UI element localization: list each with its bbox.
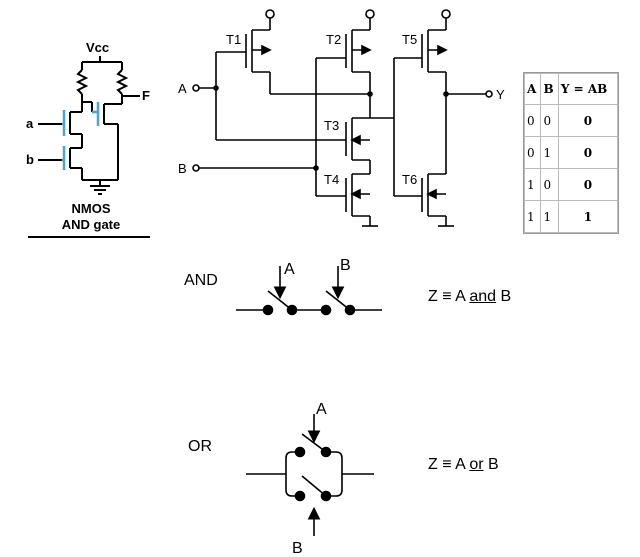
label-t2: T2 [326,32,341,47]
cell-y: 0 [557,104,619,137]
caption-underline [28,236,150,238]
label-t6: T6 [402,172,417,187]
table-row: 1 0 0 [523,168,619,201]
vdd-terminal-1 [265,9,275,19]
label-t4: T4 [324,172,339,187]
and-switch-b [325,290,351,311]
or-eq-prefix: Z ≡ A [428,456,470,473]
input-label-a: a [26,116,34,131]
label-t3: T3 [324,118,339,133]
and-equation: Z ≡ A and B [428,288,511,306]
or-label: OR [188,438,212,455]
header-b: B [540,73,559,105]
transistor-t6 [421,173,454,227]
and-switch-b-label: B [340,257,351,274]
resistor-left [75,69,89,95]
or-contact-3 [294,490,306,502]
or-switch-b-label: B [292,540,303,557]
and-contact-1 [262,304,274,316]
table-row: 0 1 0 [523,136,619,169]
cell-b: 1 [540,136,559,169]
input-label-b: b [26,152,34,167]
and-switch-a-label: A [284,261,295,278]
cell-y: 0 [557,136,619,169]
header-a: A [523,73,542,105]
or-equation: Z ≡ A or B [428,456,499,474]
nmos-gates [62,102,100,170]
and-switch-a [267,290,293,311]
cell-a: 1 [523,200,542,233]
label-t5: T5 [402,32,417,47]
transistor-t1 [216,29,272,94]
transistor-t2 [316,29,372,94]
cell-b: 0 [540,104,559,137]
cmos-input-a-label: A [178,81,187,96]
table-row: 0 0 0 [523,104,619,137]
and-switch-diagram [236,266,382,316]
and-label: AND [184,272,218,289]
cell-a: 1 [523,168,542,201]
nmos-caption-line1: NMOS [71,201,111,216]
or-switch-b [301,475,327,497]
and-eq-prefix: Z ≡ A [428,288,470,305]
cell-b: 0 [540,168,559,201]
cell-y: 0 [557,168,619,201]
nmos-and-gate [38,56,140,195]
header-y: Y = AB [557,73,619,105]
cell-a: 0 [523,136,542,169]
and-contact-3 [320,304,332,316]
cell-y: 1 [557,200,619,233]
vdd-terminal-3 [441,9,451,19]
or-eq-operator: or [469,456,484,473]
label-t1: T1 [226,32,241,47]
and-eq-operator: and [469,288,497,305]
nmos-caption: NMOS AND gate [36,201,146,233]
cmos-circuit [192,9,493,227]
truth-table-header: A B Y = AB [523,73,619,105]
table-row: 1 1 1 [523,200,619,233]
or-switch-a-label: A [316,401,327,418]
or-switch-diagram [246,414,374,536]
transistor-t4 [345,173,378,227]
vdd-terminal-2 [365,9,375,19]
cmos-output-y-label: Y [496,87,505,102]
and-eq-suffix: B [496,288,512,305]
cell-b: 1 [540,200,559,233]
cell-a: 0 [523,104,542,137]
truth-table: A B Y = AB 0 0 0 0 1 0 1 0 0 1 1 1 [523,72,619,234]
or-contact-1 [294,446,306,458]
vcc-label: Vcc [86,40,109,55]
cmos-input-b-label: B [178,161,187,176]
transistor-t5 [394,29,448,94]
transistor-t3 [345,117,371,174]
resistor-right [115,69,129,95]
or-eq-suffix: B [483,456,499,473]
nmos-caption-line2: AND gate [61,217,121,232]
output-label-f: F [142,88,150,103]
